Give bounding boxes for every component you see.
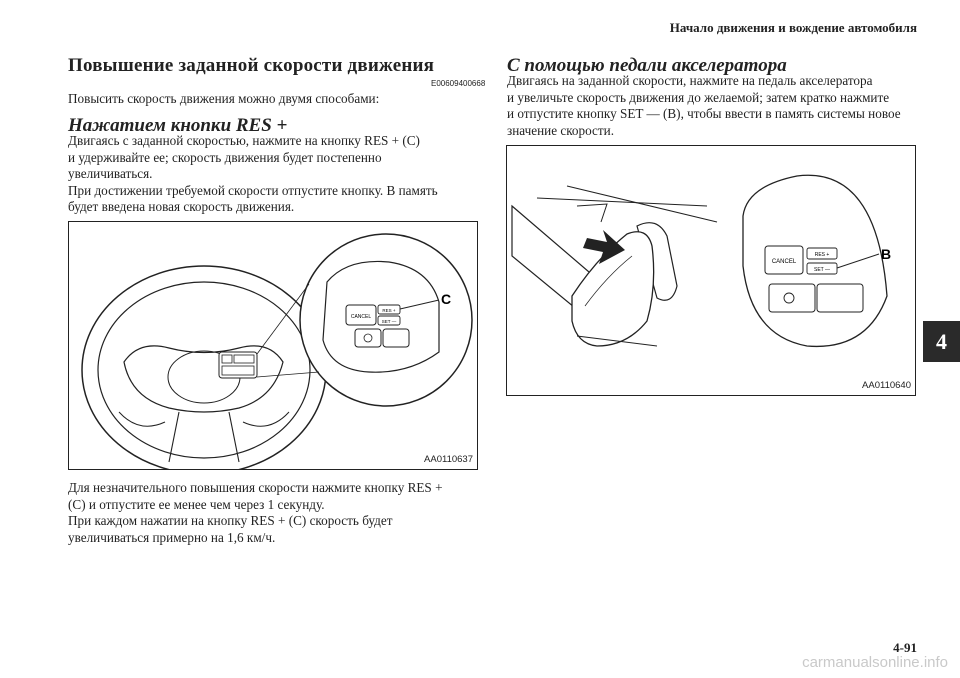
text-line: увеличиваться. bbox=[68, 166, 153, 181]
callout-c: C bbox=[441, 291, 451, 307]
section-code: E00609400668 bbox=[431, 79, 486, 88]
res-label-right: RES + bbox=[815, 252, 830, 258]
text-line: и увеличьте скорость движения до желаемо… bbox=[507, 89, 890, 105]
section-intro: Повысить скорость движения можно двумя с… bbox=[68, 91, 380, 106]
right-paragraph: Двигаясь на заданной скорости, нажмите н… bbox=[507, 73, 927, 139]
figure-steering-wheel: CANCEL RES + SET — C AA0110637 bbox=[68, 221, 478, 475]
accelerator-illustration: CANCEL RES + SET — B bbox=[511, 174, 891, 348]
text-line: Двигаясь на заданной скорости, нажмите н… bbox=[507, 73, 873, 88]
page-number: 4-91 bbox=[893, 640, 917, 655]
cancel-label: CANCEL bbox=[351, 314, 372, 320]
text-line: При достижении требуемой скорости отпуст… bbox=[68, 182, 438, 198]
figure-id: AA0110637 bbox=[424, 454, 473, 465]
text-line: значение скорости. bbox=[507, 122, 615, 138]
steering-wheel-illustration: CANCEL RES + SET — C bbox=[81, 233, 473, 475]
text-line: Двигаясь с заданной скоростью, нажмите н… bbox=[68, 133, 420, 148]
right-subtitle: С помощью педали акселератора bbox=[507, 55, 787, 76]
text-line: Для незначительного повышения скорости н… bbox=[68, 480, 443, 495]
text-line: (C) и отпустите ее менее чем через 1 сек… bbox=[68, 496, 325, 512]
left-note: Для незначительного повышения скорости н… bbox=[68, 480, 488, 546]
figure-accelerator: CANCEL RES + SET — B AA0110640 bbox=[506, 145, 916, 396]
text-line: При каждом нажатии на кнопку RES + (C) с… bbox=[68, 513, 393, 528]
chapter-tab: 4 bbox=[923, 321, 960, 362]
res-label: RES + bbox=[382, 308, 396, 313]
left-paragraph: Двигаясь с заданной скоростью, нажмите н… bbox=[68, 133, 488, 216]
cancel-label-right: CANCEL bbox=[772, 259, 797, 265]
section-title: Повышение заданной скорости движения bbox=[68, 55, 435, 76]
callout-b: B bbox=[881, 246, 891, 262]
set-label-right: SET — bbox=[814, 267, 830, 273]
text-line: будет введена новая скорость движения. bbox=[68, 199, 295, 214]
left-subtitle: Нажатием кнопки RES + bbox=[68, 115, 288, 136]
watermark: carmanualsonline.info bbox=[802, 654, 948, 671]
set-label: SET — bbox=[382, 319, 397, 324]
figure-id: AA0110640 bbox=[862, 380, 911, 391]
running-header: Начало движения и вождение автомобиля bbox=[669, 20, 917, 35]
text-line: и отпустите кнопку SET — (B), чтобы ввес… bbox=[507, 106, 901, 121]
text-line: увеличиваться примерно на 1,6 км/ч. bbox=[68, 529, 276, 545]
text-line: и удерживайте ее; скорость движения буде… bbox=[68, 149, 382, 165]
